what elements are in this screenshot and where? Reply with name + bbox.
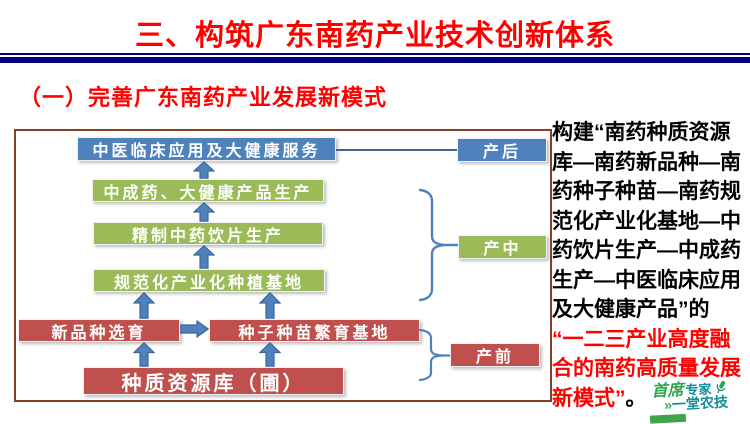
node-refined-slices-production: 精制中药饮片生产 [93, 222, 323, 245]
brand-logo-bottom-text: 一堂农技 [671, 393, 729, 413]
brace-pre-production-icon [418, 328, 450, 382]
brand-logo-banner [649, 413, 687, 424]
node-clinical-service: 中医临床应用及大健康服务 [77, 137, 336, 161]
arrow-up-icon [259, 342, 281, 367]
side-paragraph-black: 构建“南药种质资源库—南药新品种—南药种子种苗—南药规范化产业化基地—中药饮片生… [552, 121, 741, 321]
node-new-variety-breeding: 新品种选育 [18, 319, 180, 342]
node-germplasm-bank: 种质资源库（圃） [83, 367, 344, 395]
side-paragraph-period: 。 [625, 386, 647, 410]
section-subtitle: （一）完善广东南药产业发展新模式 [19, 85, 388, 110]
arrow-up-icon [193, 161, 215, 179]
brace-mid-production-icon [418, 188, 458, 302]
node-patent-medicine-production: 中成药、大健康产品生产 [92, 179, 324, 202]
arrow-up-icon [193, 245, 215, 269]
side-paragraph-red: “一二三产业高度融合的南药高质量发展新模式” [552, 327, 741, 410]
stage-label-pre-production: 产前 [450, 343, 540, 367]
chevrons-icon: » [663, 396, 672, 413]
flowchart-panel: 中医临床应用及大健康服务 产后 中成药、大健康产品生产 精制中药饮片生产 规范化… [14, 129, 552, 402]
brand-logo-bottom-row: »一堂农技 [663, 393, 750, 413]
title-divider-thin [0, 53, 750, 55]
title-divider-thick [0, 57, 750, 63]
node-standardized-planting-base: 规范化产业化种植基地 [93, 269, 325, 292]
brand-logo-top-row: 首席 专家 [651, 378, 749, 400]
stage-label-post-production: 产后 [457, 138, 547, 162]
brand-logo: 首席 专家 »一堂农技 [649, 378, 750, 424]
arrow-right-icon [180, 320, 209, 338]
microphone-icon [716, 381, 726, 394]
arrow-up-icon [259, 292, 281, 319]
arrow-up-icon [133, 342, 155, 367]
node-seed-seedling-base: 种子种苗繁育基地 [209, 319, 420, 342]
page-title: 三、构筑广东南药产业技术创新体系 [134, 20, 615, 52]
connector-line-clinical-to-post [336, 149, 457, 151]
arrow-up-icon [133, 292, 155, 319]
side-paragraph: 构建“南药种质资源库—南药新品种—南药种子种苗—南药规范化产业化基地—中药饮片生… [552, 118, 750, 413]
stage-label-mid-production: 产中 [458, 235, 547, 259]
arrow-up-icon [193, 202, 215, 222]
